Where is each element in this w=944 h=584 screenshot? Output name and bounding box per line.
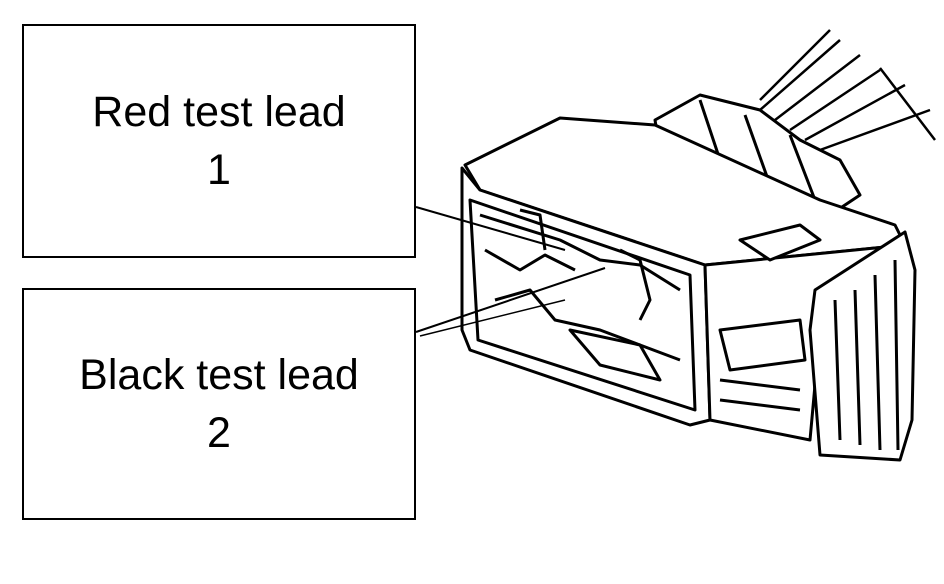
leader-line-red xyxy=(415,206,566,251)
callout-number: 1 xyxy=(207,146,231,194)
callout-title: Black test lead xyxy=(79,351,359,399)
wires xyxy=(759,29,936,152)
callout-title: Red test lead xyxy=(92,88,346,136)
leader-line-black xyxy=(415,267,606,333)
red-test-lead-callout: Red test lead 1 xyxy=(22,24,416,258)
callout-number: 2 xyxy=(207,409,231,457)
black-test-lead-callout: Black test lead 2 xyxy=(22,288,416,520)
